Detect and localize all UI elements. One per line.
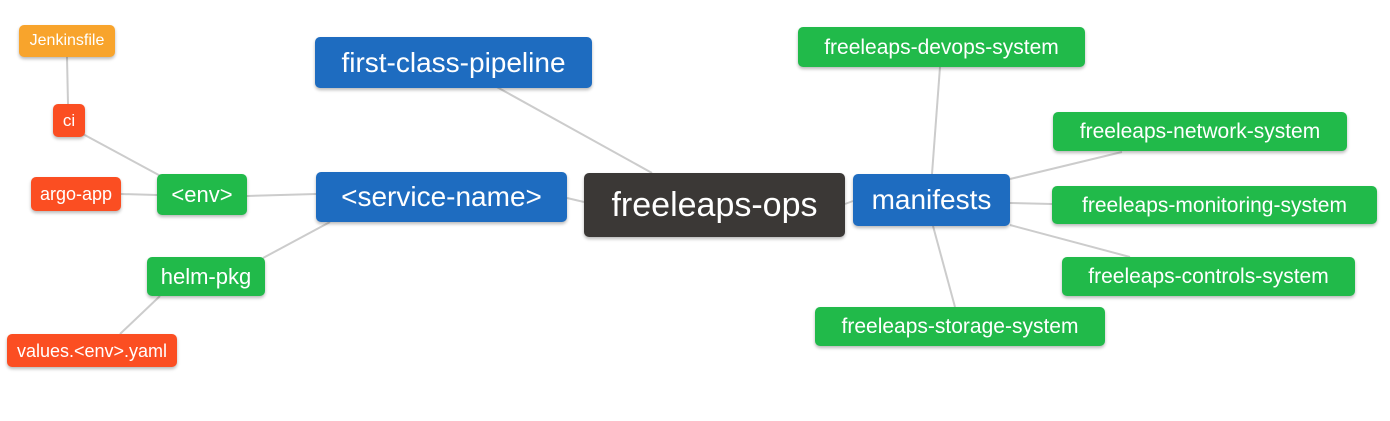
node-freeleaps-ops[interactable]: freeleaps-ops — [584, 173, 845, 237]
edge-manifests-freeleaps-monitoring-system — [1009, 202, 1053, 205]
node-freeleaps-monitoring-system[interactable]: freeleaps-monitoring-system — [1052, 186, 1377, 224]
node-freeleaps-network-system[interactable]: freeleaps-network-system — [1053, 112, 1347, 151]
edge-jenkinsfile-ci — [66, 56, 69, 105]
node-ci[interactable]: ci — [53, 104, 85, 137]
node-label: argo-app — [39, 184, 113, 204]
edge-env-service-name — [246, 193, 317, 197]
node-env[interactable]: <env> — [157, 174, 247, 215]
node-service-name[interactable]: <service-name> — [316, 172, 567, 222]
node-label: freeleaps-monitoring-system — [1082, 193, 1347, 217]
node-label: manifests — [871, 184, 992, 215]
node-jenkinsfile[interactable]: Jenkinsfile — [19, 25, 115, 57]
node-values-env-yaml[interactable]: values.<env>.yaml — [7, 334, 177, 367]
edge-helm-pkg-values-env-yaml — [119, 295, 161, 335]
edge-service-name-freeleaps-ops — [566, 197, 585, 203]
node-label: <env> — [171, 181, 233, 207]
edge-ci-env — [80, 132, 169, 181]
edge-manifests-freeleaps-devops-system — [931, 66, 941, 175]
node-label: Jenkinsfile — [29, 32, 105, 49]
node-label: freeleaps-devops-system — [824, 35, 1059, 59]
node-label: freeleaps-controls-system — [1088, 265, 1329, 288]
node-label: freeleaps-network-system — [1079, 120, 1321, 143]
node-label: helm-pkg — [160, 263, 252, 289]
node-label: first-class-pipeline — [341, 46, 566, 78]
edge-freeleaps-ops-manifests — [844, 200, 854, 205]
edge-manifests-freeleaps-network-system — [1009, 151, 1123, 180]
edge-first-class-pipeline-freeleaps-ops — [494, 85, 653, 174]
node-freeleaps-devops-system[interactable]: freeleaps-devops-system — [798, 27, 1085, 67]
node-helm-pkg[interactable]: helm-pkg — [147, 257, 265, 296]
node-label: <service-name> — [341, 181, 542, 212]
edge-argo-app-env — [120, 193, 158, 196]
edge-manifests-freeleaps-controls-system — [1009, 224, 1131, 258]
edge-service-name-helm-pkg — [262, 221, 331, 259]
node-first-class-pipeline[interactable]: first-class-pipeline — [315, 37, 592, 88]
node-label: ci — [62, 111, 76, 130]
edge-manifests-freeleaps-storage-system — [932, 225, 956, 308]
node-manifests[interactable]: manifests — [853, 174, 1010, 226]
node-freeleaps-storage-system[interactable]: freeleaps-storage-system — [815, 307, 1105, 346]
node-argo-app[interactable]: argo-app — [31, 177, 121, 211]
node-freeleaps-controls-system[interactable]: freeleaps-controls-system — [1062, 257, 1355, 296]
node-label: freeleaps-storage-system — [841, 315, 1079, 338]
node-label: values.<env>.yaml — [16, 340, 168, 361]
node-label: freeleaps-ops — [611, 186, 818, 224]
